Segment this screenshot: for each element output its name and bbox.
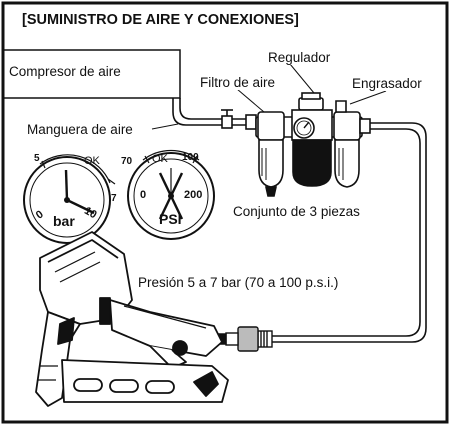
- leader-lines: [151, 63, 387, 130]
- bar-tick-ok: OK: [84, 155, 100, 167]
- label-regulator: Regulador: [268, 50, 331, 65]
- nail-gun: [35, 231, 229, 407]
- diagram-title: [SUMINISTRO DE AIRE Y CONEXIONES]: [22, 12, 299, 28]
- psi-tick-100: 100: [182, 152, 199, 163]
- label-lubricator: Engrasador: [352, 76, 422, 91]
- bar-unit: bar: [53, 213, 75, 229]
- regulator-gauge: [293, 117, 315, 139]
- compressor-box: [3, 49, 181, 99]
- label-three-piece-unit: Conjunto de 3 piezas: [233, 204, 360, 219]
- air-hose-inlet: [172, 98, 252, 126]
- label-compressor: Compresor de aire: [9, 64, 121, 79]
- quick-coupler: [217, 326, 273, 352]
- bar-tick-7: 7: [111, 193, 117, 204]
- label-air-hose: Manguera de aire: [27, 122, 133, 137]
- hose-fitting: [245, 114, 257, 130]
- psi-scale-200: 200: [184, 189, 203, 201]
- psi-scale-0: 0: [140, 189, 147, 201]
- air-hose-to-nailer: [272, 122, 427, 343]
- bar-tick-5: 5: [34, 153, 40, 164]
- label-pressure: Presión 5 a 7 bar (70 a 100 p.s.i.): [138, 275, 339, 290]
- psi-unit: PSI: [159, 211, 182, 227]
- psi-tick-70: 70: [121, 156, 133, 167]
- psi-tick-ok: OK: [152, 153, 168, 165]
- hose-valve: [221, 109, 233, 129]
- label-air-filter: Filtro de aire: [200, 75, 276, 90]
- bar-gauge: [23, 154, 116, 244]
- psi-gauge: [127, 149, 215, 240]
